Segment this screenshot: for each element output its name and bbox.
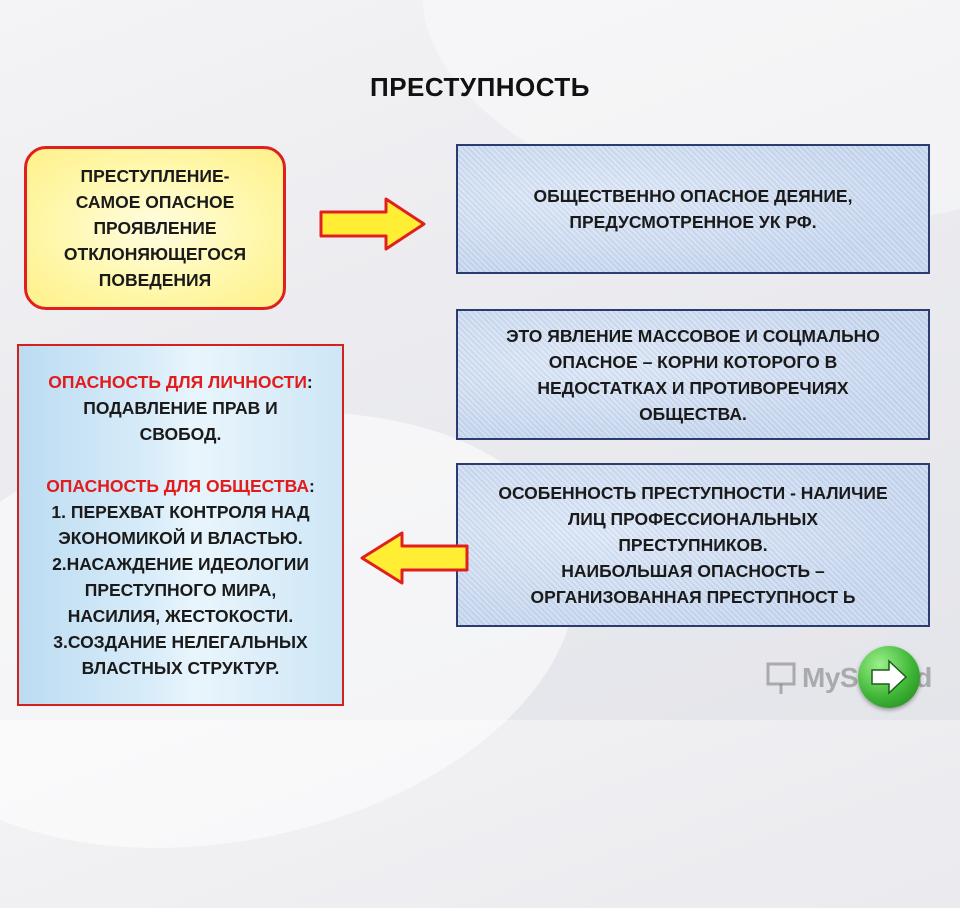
definition-line: ПОВЕДЕНИЯ [98, 270, 212, 290]
definition-line: ПРОЯВЛЕНИЕ [93, 218, 217, 238]
box-c-line: НАИБОЛЬШАЯ ОПАСНОСТЬ – [561, 561, 825, 581]
box-a-line: ОБЩЕСТВЕННО ОПАСНОЕ ДЕЯНИЕ, [533, 186, 853, 206]
next-slide-button[interactable] [858, 646, 920, 708]
personal-danger-line: СВОБОД. [139, 424, 222, 444]
society-danger-heading: ОПАСНОСТЬ ДЛЯ ОБЩЕСТВА: [27, 473, 334, 499]
box-a-line: ПРЕДУСМОТРЕННОЕ УК РФ. [569, 212, 817, 232]
definition-line: ПРЕСТУПЛЕНИЕ- [80, 166, 230, 186]
crime-definition-box: ПРЕСТУПЛЕНИЕ- САМОЕ ОПАСНОЕ ПРОЯВЛЕНИЕ О… [24, 146, 286, 310]
personal-danger-line: ПОДАВЛЕНИЕ ПРАВ И [83, 398, 278, 418]
personal-danger-label: ОПАСНОСТЬ ДЛЯ ЛИЧНОСТИ [48, 372, 307, 392]
personal-danger-heading: ОПАСНОСТЬ ДЛЯ ЛИЧНОСТИ: [27, 369, 334, 395]
box-b-line: НЕДОСТАТКАХ И ПРОТИВОРЕЧИЯХ [537, 377, 849, 398]
arrow-right-icon [319, 197, 426, 251]
society-danger-line: 3.СОЗДАНИЕ НЕЛЕГАЛЬНЫХ [53, 632, 308, 652]
box-c-line: ПРЕСТУПНИКОВ. [618, 535, 768, 555]
definition-line: САМОЕ ОПАСНОЕ [75, 192, 235, 212]
box-b-line: ОПАСНОЕ – КОРНИ КОТОРОГО В [548, 351, 838, 372]
society-danger-line: НАСИЛИЯ, ЖЕСТОКОСТИ. [67, 606, 294, 626]
box-b-line: ОБЩЕСТВА. [639, 403, 747, 424]
society-danger-line: ЭКОНОМИКОЙ И ВЛАСТЬЮ. [58, 528, 303, 548]
next-arrow-icon [871, 659, 908, 695]
definition-box-legal: ОБЩЕСТВЕННО ОПАСНОЕ ДЕЯНИЕ, ПРЕДУСМОТРЕН… [456, 144, 930, 274]
box-c-line: ЛИЦ ПРОФЕССИОНАЛЬНЫХ [568, 509, 818, 529]
box-c-line: ОСОБЕННОСТЬ ПРЕСТУПНОСТИ - НАЛИЧИЕ [498, 483, 888, 503]
box-b-line: ЭТО ЯВЛЕНИЕ МАССОВОЕ И СОЦМАЛЬНО [506, 325, 880, 346]
personal-danger-colon: : [306, 372, 313, 392]
society-danger-line: 1. ПЕРЕХВАТ КОНТРОЛЯ НАД [51, 502, 310, 522]
society-danger-label: ОПАСНОСТЬ ДЛЯ ОБЩЕСТВА [46, 476, 309, 496]
society-danger-colon: : [308, 476, 315, 496]
box-c-line: ОРГАНИЗОВАННАЯ ПРЕСТУПНОСТ Ь [530, 587, 856, 607]
definition-box-features: ОСОБЕННОСТЬ ПРЕСТУПНОСТИ - НАЛИЧИЕ ЛИЦ П… [456, 463, 930, 627]
presentation-icon [766, 662, 796, 694]
definition-line: ОТКЛОНЯЮЩЕГОСЯ [63, 244, 247, 264]
definition-box-social: ЭТО ЯВЛЕНИЕ МАССОВОЕ И СОЦМАЛЬНО ОПАСНОЕ… [456, 309, 930, 440]
society-danger-line: ВЛАСТНЫХ СТРУКТУР. [81, 658, 280, 678]
society-danger-line: 2.НАСАЖДЕНИЕ ИДЕОЛОГИИ [52, 554, 309, 574]
danger-box: ОПАСНОСТЬ ДЛЯ ЛИЧНОСТИ: ПОДАВЛЕНИЕ ПРАВ … [17, 344, 344, 706]
slide-title: ПРЕСТУПНОСТЬ [370, 72, 590, 102]
arrow-left-icon [360, 531, 469, 585]
society-danger-line: ПРЕСТУПНОГО МИРА, [84, 580, 277, 600]
